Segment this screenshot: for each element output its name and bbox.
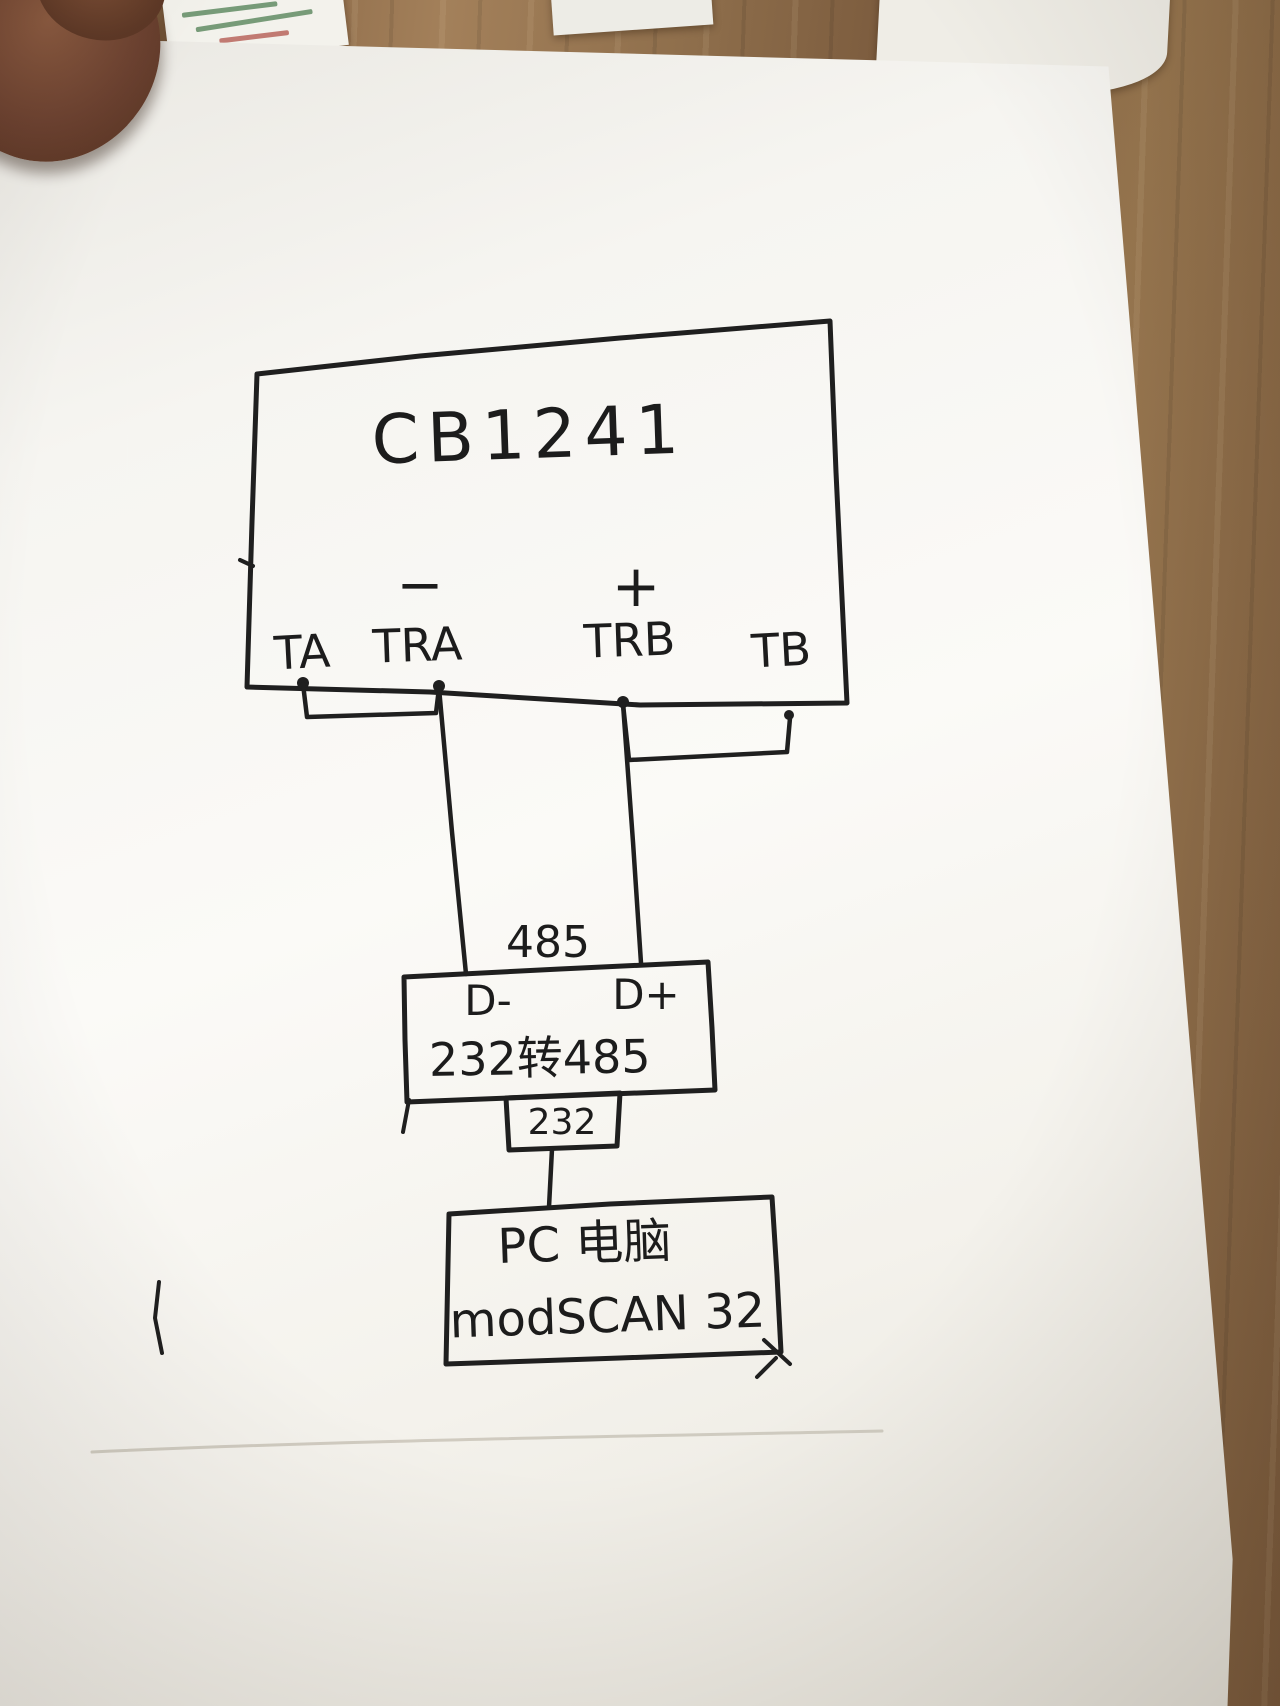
device-box <box>244 318 850 708</box>
pc-software: modSCAN 32 <box>449 1283 766 1350</box>
wire-trb-to-dplus <box>620 701 644 966</box>
terminal-label-ta: TA <box>272 624 332 681</box>
wire-232-to-pc <box>546 1146 555 1210</box>
wire-trb-tb-jumper <box>620 701 793 763</box>
terminal-label-trb: TRB <box>582 611 676 668</box>
pc-box <box>443 1194 784 1367</box>
pc-box-stray-mark <box>755 1356 778 1379</box>
bus-485-label: 485 <box>506 917 590 968</box>
converter-pin-dminus: D- <box>464 976 512 1025</box>
device-box-stray-mark <box>238 558 255 568</box>
converter-box <box>401 959 718 1105</box>
converter-box-stray-mark <box>401 1098 411 1134</box>
margin-mark <box>153 1280 164 1355</box>
polarity-plus-label: + <box>612 552 661 620</box>
paper-crease <box>90 1429 884 1454</box>
wire-tra-to-dminus <box>436 685 469 977</box>
serial-box <box>503 1090 623 1153</box>
polarity-minus-label: − <box>397 553 444 618</box>
device-label: CB1241 <box>370 391 688 481</box>
pc-title: PC 电脑 <box>497 1213 673 1275</box>
terminal-label-tb: TB <box>749 621 812 678</box>
wire-ta-tra-jumper <box>300 681 442 720</box>
pc-box-stray-mark <box>762 1338 792 1366</box>
converter-label: 232转485 <box>428 1029 651 1087</box>
serial-232-label: 232 <box>528 1102 597 1143</box>
converter-pin-dplus: D+ <box>612 970 680 1019</box>
terminal-label-tra: TRA <box>371 616 464 673</box>
